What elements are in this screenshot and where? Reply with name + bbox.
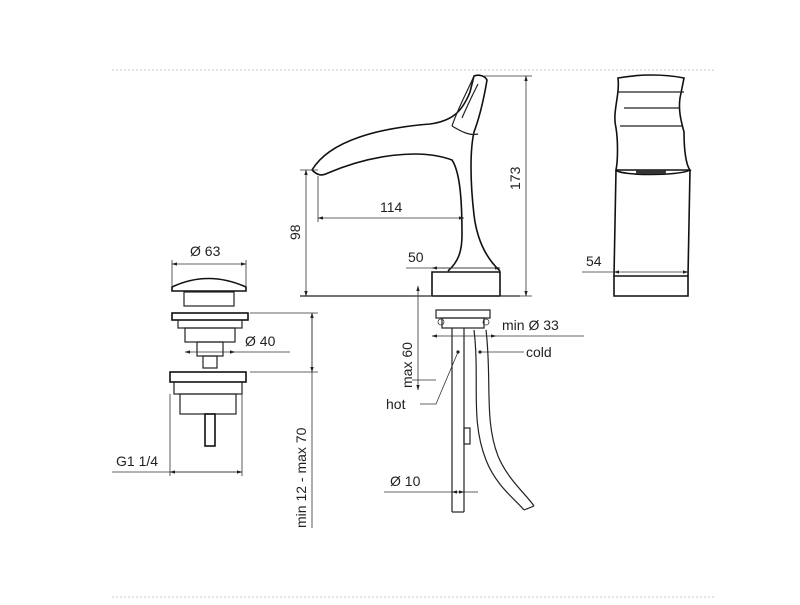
- dim-waste-top-label: Ø 63: [190, 243, 221, 259]
- label-cold: cold: [526, 344, 552, 360]
- dim-waste-thread-label: G1 1/4: [116, 453, 158, 469]
- dim-hose-diameter-label: Ø 10: [390, 473, 421, 489]
- dimension-hole-diameter: min Ø 33: [431, 317, 584, 338]
- hose-labels: cold hot: [386, 344, 552, 412]
- label-hot: hot: [386, 396, 406, 412]
- waste-drain: [169, 277, 249, 447]
- dimension-waste-body: Ø 40: [184, 333, 290, 354]
- dimension-tap-height: 173: [484, 75, 532, 297]
- dimension-waste-top: Ø 63: [171, 243, 247, 287]
- dimension-spout-height: 98: [287, 169, 318, 297]
- dim-waste-height-label: min 12 - max 70: [293, 427, 309, 528]
- dimension-spout-reach: 114: [317, 176, 465, 222]
- dim-deck-thickness-label: max 60: [399, 342, 415, 388]
- dim-side-base-width-label: 54: [586, 253, 602, 269]
- dimension-waste-height: min 12 - max 70: [250, 312, 318, 528]
- dim-waste-body-label: Ø 40: [245, 333, 276, 349]
- tap-side-view: [613, 74, 692, 297]
- drawing-frame: [112, 69, 715, 598]
- dimension-deck-thickness: max 60: [399, 285, 436, 391]
- dimension-hose-diameter: Ø 10: [384, 473, 478, 494]
- tap-front-view: [300, 74, 535, 513]
- dim-base-width-label: 50: [408, 249, 424, 265]
- dimension-waste-thread: G1 1/4: [112, 394, 243, 476]
- dimension-side-base-width: 54: [582, 253, 689, 274]
- dimension-base-width: 50: [406, 249, 501, 270]
- dim-tap-height-label: 173: [507, 166, 523, 190]
- dim-hole-diameter-label: min Ø 33: [502, 317, 559, 333]
- dim-spout-height-label: 98: [287, 224, 303, 240]
- dim-spout-reach-label: 114: [380, 199, 403, 215]
